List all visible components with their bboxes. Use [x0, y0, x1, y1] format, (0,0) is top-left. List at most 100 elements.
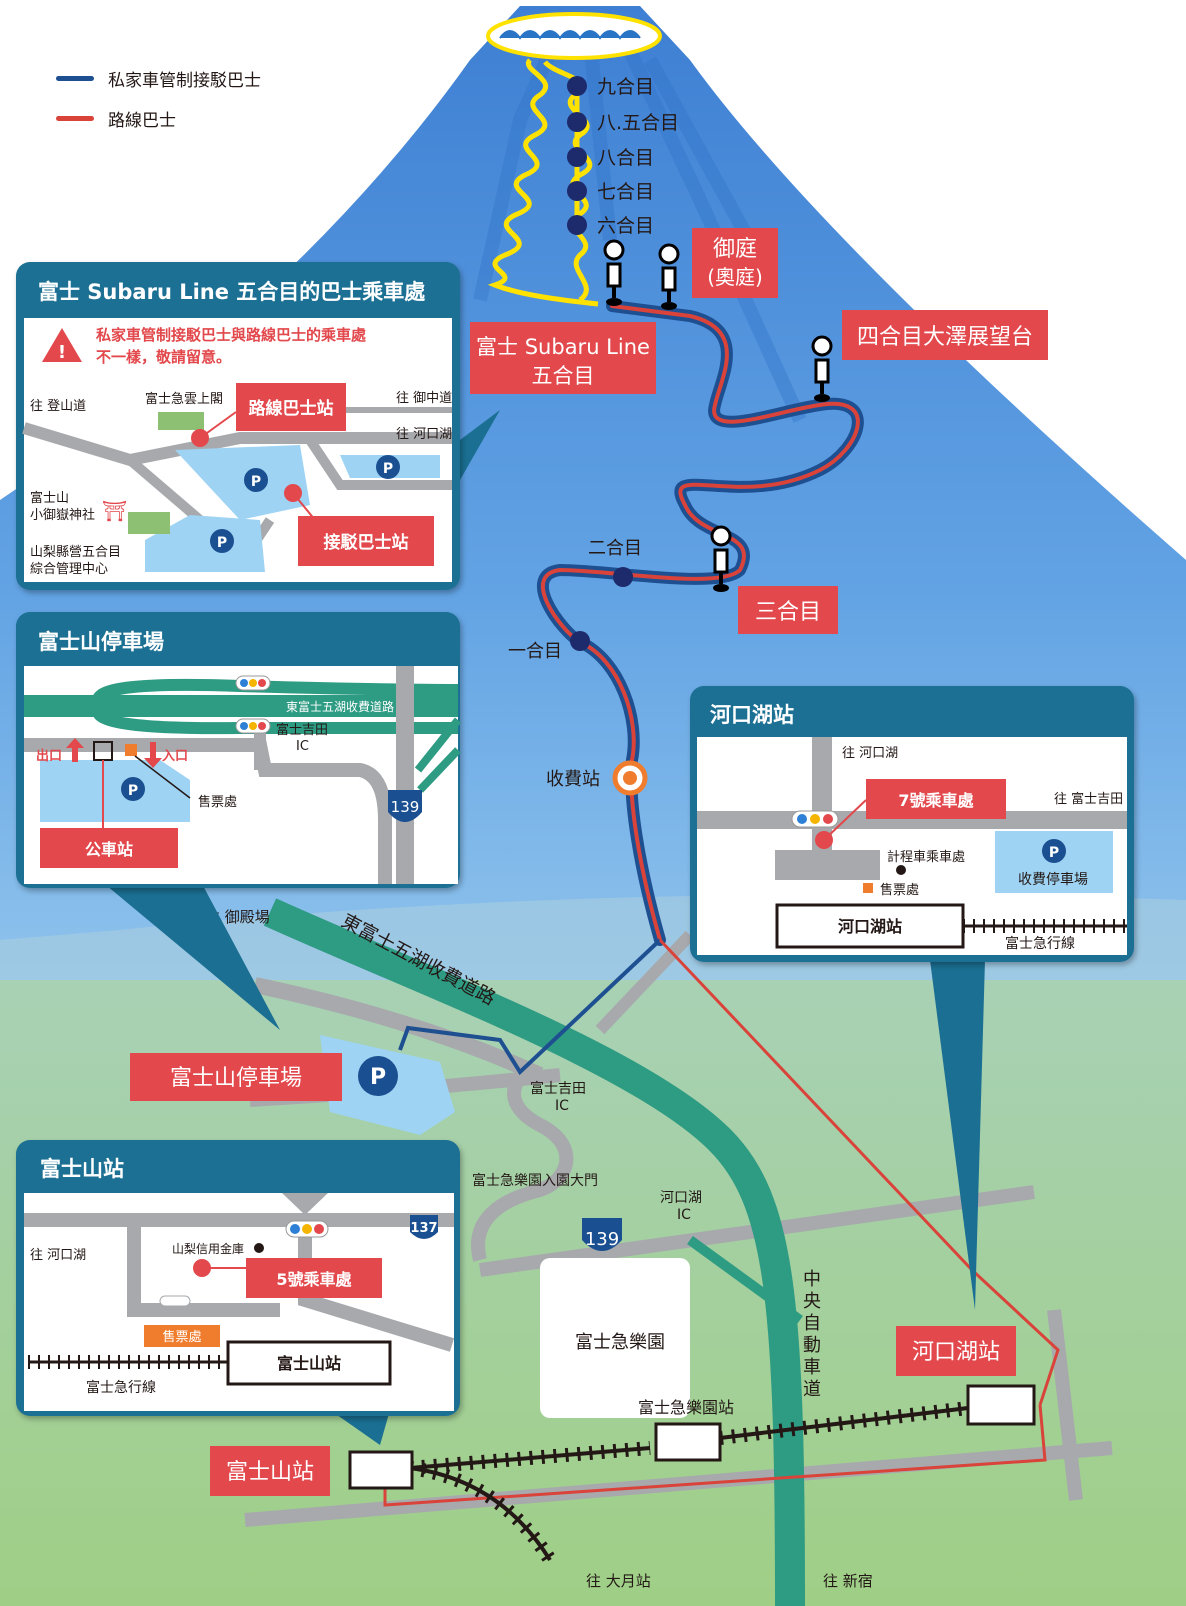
kawaguchiko-to-kawaguchiko: 往 河口湖 [842, 746, 898, 761]
expressway [263, 898, 805, 1606]
okuniwa-label: (奧庭) [707, 265, 763, 289]
kawaguchiko-ticket-label: 售票處 [880, 882, 919, 898]
route-139-shield [582, 1218, 622, 1251]
parking-ic-label-2: IC [296, 739, 309, 754]
parking-tag: 富士山停車場 [130, 1053, 342, 1101]
shuttle-route-lower [398, 938, 662, 1076]
nigome-label: 二合目 [588, 538, 642, 559]
svg-text:P: P [217, 535, 227, 551]
otsuki-label: 往 大月站 [586, 1572, 651, 1590]
yoshida-ic-label-1: 富士吉田 [530, 1080, 586, 1097]
route-stop-label: 路線巴士站 [249, 398, 334, 419]
panel-parking-title: 富士山停車場 [38, 630, 164, 654]
panel-gogome-title: 富士 Subaru Line 五合目的巴士乘車處 [38, 280, 425, 304]
stop7-label: 7號乘車處 [898, 791, 974, 810]
stop5-tag [246, 1258, 382, 1298]
parking-expressway-label: 東富士五湖收費道路 [286, 699, 394, 714]
bank-label: 山梨信用金庫 [172, 1241, 244, 1256]
parking-map: P [24, 666, 462, 884]
bus-stop-icon [710, 525, 732, 592]
stop5-label: 5號乘車處 [276, 1270, 352, 1289]
fujiq-station-box [654, 1422, 722, 1462]
fujisan-station-box [348, 1450, 414, 1490]
shrine-icon: ⛩ [102, 499, 127, 523]
parking-ic-label-1: 富士吉田 [276, 722, 328, 738]
fujiq-gate-label: 富士急樂園入園大門 [472, 1172, 598, 1189]
hachigo-marker [567, 112, 587, 132]
warning-icon [42, 328, 82, 362]
hachigome-label: 八合目 [597, 147, 654, 169]
route-bus-to-fujisan [383, 1404, 1047, 1507]
fujiq-station-label: 富士急樂園站 [638, 1398, 734, 1417]
niwa-label: 御庭 [713, 237, 757, 262]
exit-label: 出口 [36, 748, 62, 764]
to-kawaguchiko-label: 往 河口湖 [396, 427, 452, 442]
kawaguchiko-tag-label: 河口湖站 [912, 1340, 1000, 1365]
svg-text:P: P [370, 1065, 386, 1090]
kawaguchiko-ic-label-2: IC [677, 1207, 691, 1223]
shuttle-stop-label: 接駁巴士站 [324, 532, 409, 553]
warning-line-1: 私家車管制接駁巴士與路線巴士的乘車處 [95, 326, 367, 344]
gogome-label-2: 五合目 [532, 364, 595, 388]
legend: 私家車管制接駁巴士 路線巴士 [56, 58, 261, 138]
kyugome-label: 九合目 [597, 76, 654, 98]
kawaguchiko-station-label: 河口湖站 [838, 917, 902, 936]
fujisan-tag-label: 富士山站 [226, 1460, 314, 1485]
legend-shuttle-swatch [56, 75, 94, 81]
hachigome-marker [567, 147, 587, 167]
toll-label: 收費站 [546, 769, 600, 790]
fujiq-park-label: 富士急樂園 [575, 1332, 665, 1353]
kawaguchiko-ic-label-1: 河口湖 [660, 1190, 702, 1206]
panel-kawaguchiko-title: 河口湖站 [710, 703, 794, 727]
kawaguchiko-tag: 河口湖站 [896, 1326, 1016, 1376]
svg-text:!: ! [58, 342, 66, 363]
to-ochudo-label: 往 御中道 [396, 391, 452, 406]
nanagome-label: 七合目 [597, 181, 654, 203]
panel-fujisan-title: 富士山站 [40, 1157, 124, 1181]
svg-text:P: P [1049, 845, 1059, 861]
fujisan-line-label: 富士急行線 [86, 1379, 156, 1396]
yoshida-ic-label-2: IC [555, 1098, 569, 1114]
kawaguchiko-line-label: 富士急行線 [1005, 935, 1075, 952]
svg-text:139: 139 [585, 1229, 619, 1250]
kawaguchiko-to-fujiyoshida: 往 富士吉田 [1054, 791, 1123, 807]
sangome-label: 三合目 [755, 600, 821, 625]
legend-route-swatch [56, 115, 94, 121]
shrine-label-2: 小御嶽神社 [30, 507, 95, 523]
route-bus-to-kawaguchiko [658, 938, 1060, 1406]
to-trail-label: 往 登山道 [30, 399, 86, 414]
parking-ticket-label: 售票處 [198, 794, 237, 810]
fujikyu-railway [348, 1384, 1036, 1564]
route-stop-tag [236, 383, 346, 431]
nanagome-marker [567, 181, 587, 201]
legend-shuttle: 私家車管制接駁巴士 [56, 58, 261, 98]
hachigo-label: 八.五合目 [597, 112, 679, 134]
upper-stations: 九合目 八.五合目 八合目 七合目 六合目 [567, 76, 679, 237]
climbing-trail [487, 58, 599, 307]
parking-icon [358, 1056, 398, 1096]
taxi-label: 計程車乘車處 [887, 849, 965, 865]
ichigome-label: 一合目 [508, 641, 562, 662]
center-label-1: 山梨縣營五合目 [30, 545, 121, 560]
gogome-map: P P P [22, 407, 452, 572]
sangome-tag: 三合目 [738, 586, 838, 634]
yongome-label: 四合目大澤展望台 [857, 325, 1033, 350]
shinjuku-label: 往 新宿 [823, 1572, 873, 1590]
bus-stop-icon [658, 243, 680, 310]
bus-stop-tag [40, 828, 178, 868]
svg-text:P: P [128, 783, 138, 799]
svg-text:P: P [251, 474, 261, 490]
niwa-tag: 御庭 (奧庭) [692, 228, 778, 298]
fujisan-map [24, 1193, 455, 1386]
kawaguchiko-map: P [697, 737, 1127, 949]
stop7-tag [866, 779, 1006, 819]
fujisan-to-kawaguchiko: 往 河口湖 [30, 1248, 86, 1263]
fujisan-station-label: 富士山站 [277, 1354, 341, 1373]
rokugome-label: 六合目 [597, 215, 654, 237]
kawaguchiko-station-box [966, 1384, 1036, 1426]
legend-route-label: 路線巴士 [108, 110, 176, 131]
shrine-label-1: 富士山 [30, 490, 69, 506]
bus-stop-icon [603, 239, 625, 306]
fujisan-r137-label: 137 [410, 1221, 437, 1236]
